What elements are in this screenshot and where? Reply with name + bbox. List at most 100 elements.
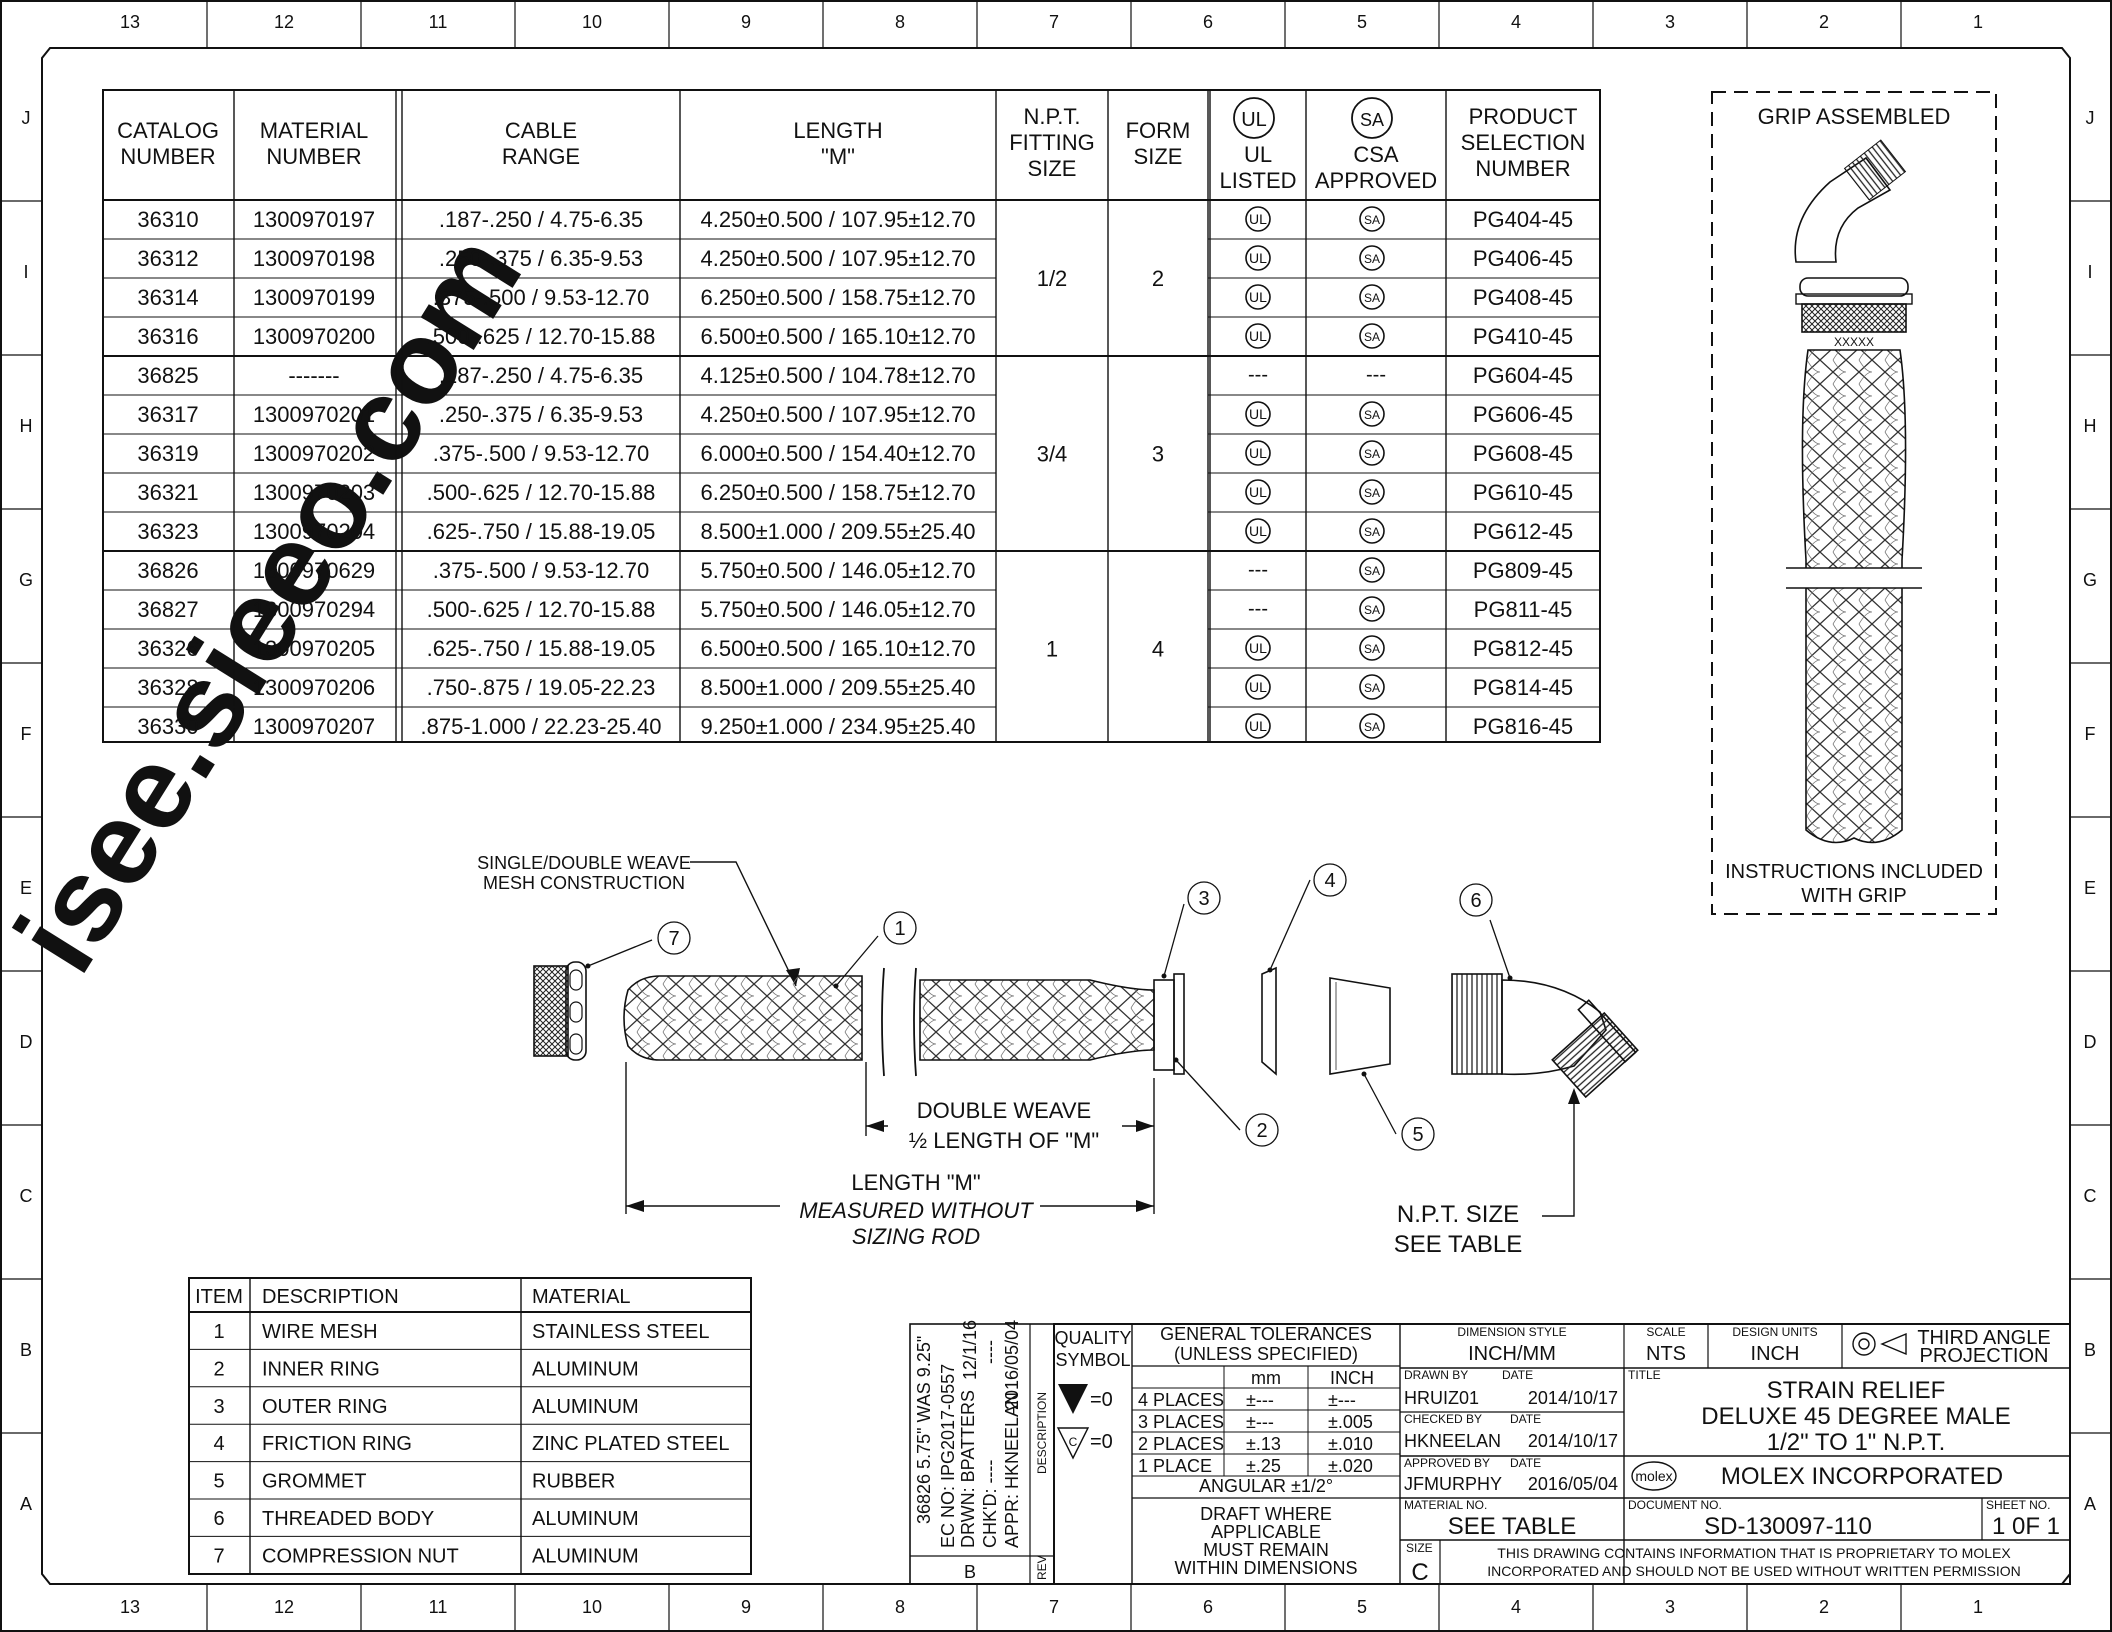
balloon-number: 7 — [668, 928, 679, 950]
ul-mark-icon — [1245, 284, 1271, 310]
cell-product: PG612-45 — [1473, 519, 1573, 544]
csa-mark-icon — [1359, 557, 1385, 583]
dimension-style: INCH/MM — [1468, 1343, 1556, 1365]
zone-col-bottom: 9 — [741, 1597, 751, 1617]
company-name: MOLEX INCORPORATED — [1721, 1463, 2003, 1490]
cell-length: 4.125±0.500 / 104.78±12.70 — [701, 363, 976, 388]
proprietary-2: INCORPORATED AND SHOULD NOT BE USED WITH… — [1487, 1563, 2021, 1579]
cell-cable: .375-.500 / 9.53-12.70 — [433, 441, 650, 466]
balloon-number: 5 — [1412, 1124, 1423, 1146]
header-catalog: CATALOG — [117, 118, 219, 143]
csa-mark-text: SA — [1364, 213, 1380, 227]
cell-material: 1300970201 — [253, 402, 375, 427]
header-catalog: NUMBER — [120, 144, 215, 169]
sheet-label: SHEET NO. — [1986, 1498, 2050, 1512]
zone-col-bottom: 2 — [1819, 1597, 1829, 1617]
length-note-2: SIZING ROD — [852, 1224, 980, 1249]
cell-ul: --- — [1248, 364, 1268, 386]
cell-material: 1300970197 — [253, 207, 375, 232]
bom-cell: 3 — [213, 1396, 224, 1418]
csa-mark-text: SA — [1364, 486, 1380, 500]
header-material: NUMBER — [266, 144, 361, 169]
quality-1: =0 — [1090, 1389, 1113, 1411]
csa-mark-text: SA — [1364, 525, 1380, 539]
csa-mark-icon — [1359, 596, 1385, 622]
tol-inch: ±.010 — [1328, 1434, 1373, 1454]
csa-mark-icon — [1359, 479, 1385, 505]
bom-cell: ALUMINUM — [532, 1396, 639, 1418]
zone-row-left: C — [20, 1186, 33, 1206]
cell-product: PG408-45 — [1473, 285, 1573, 310]
zone-row-right: G — [2083, 570, 2097, 590]
ul-mark-icon — [1245, 440, 1271, 466]
zone-col-top: 10 — [582, 12, 602, 32]
zone-row-left: D — [20, 1032, 33, 1052]
cell-material: 1300970200 — [253, 324, 375, 349]
cell-ul: --- — [1248, 598, 1268, 620]
cell-length: 6.500±0.500 / 165.10±12.70 — [701, 324, 976, 349]
quality-symbol-solid-icon — [1058, 1384, 1088, 1414]
ul-mark-text: UL — [1249, 289, 1267, 305]
ul-mark-icon — [1245, 635, 1271, 661]
bom-header: MATERIAL — [532, 1286, 631, 1308]
zone-col-top: 13 — [120, 12, 140, 32]
cell-material: 1300970294 — [253, 597, 375, 622]
cell-length: 6.250±0.500 / 158.75±12.70 — [701, 285, 976, 310]
bom-cell: 5 — [213, 1471, 224, 1493]
tol-places: 2 PLACES — [1138, 1434, 1224, 1454]
ul-mark-text: UL — [1249, 445, 1267, 461]
draft-2: APPLICABLE — [1211, 1522, 1321, 1542]
cell-catalog: 36326 — [137, 636, 198, 661]
bom-header: ITEM — [195, 1286, 243, 1308]
rev-line-4: CHK'D: ---- — [980, 1460, 1000, 1548]
rev-line-5: APPR: HKNEELAN — [1002, 1392, 1022, 1548]
zone-col-bottom: 5 — [1357, 1597, 1367, 1617]
header-npt: SIZE — [1028, 156, 1077, 181]
tol-places: 3 PLACES — [1138, 1412, 1224, 1432]
ul-mark-text: UL — [1249, 328, 1267, 344]
header-material: MATERIAL — [260, 118, 368, 143]
zone-col-bottom: 11 — [429, 1597, 448, 1617]
grip-marking: XXXXX — [1834, 335, 1874, 349]
header-npt: FITTING — [1009, 130, 1095, 155]
header-ul: UL — [1244, 142, 1272, 167]
zone-col-bottom: 12 — [274, 1597, 294, 1617]
cell-catalog: 36321 — [137, 480, 198, 505]
tol-mm: ±--- — [1246, 1412, 1274, 1432]
third-angle-projection-icon — [1852, 1332, 1907, 1356]
tol-inch: ±.020 — [1328, 1456, 1373, 1476]
zone-col-bottom: 13 — [120, 1597, 140, 1617]
balloon-1: 1 — [833, 911, 917, 989]
tolerance-row: 4 PLACES±---±--- — [1138, 1390, 1356, 1410]
balloon-3: 3 — [1161, 881, 1221, 979]
zone-row-right: C — [2084, 1186, 2097, 1206]
tol-header-mm: mm — [1251, 1368, 1281, 1388]
zone-row-right: I — [2087, 262, 2092, 282]
ul-mark-text: UL — [1249, 679, 1267, 695]
ul-mark-icon — [1245, 518, 1271, 544]
zone-col-top: 4 — [1511, 12, 1521, 32]
zone-row-right: F — [2085, 724, 2096, 744]
cell-catalog: 36319 — [137, 441, 198, 466]
bom-cell: FRICTION RING — [262, 1433, 412, 1455]
cell-length: 9.250±1.000 / 234.95±25.40 — [701, 714, 976, 739]
length-m-label: LENGTH "M" — [851, 1170, 980, 1195]
zone-col-bottom: 8 — [895, 1597, 905, 1617]
zone-col-bottom: 3 — [1665, 1597, 1675, 1617]
approved-by: JFMURPHY — [1404, 1474, 1502, 1494]
cell-product: PG608-45 — [1473, 441, 1573, 466]
cell-material: 1300970203 — [253, 480, 375, 505]
drawn-date-label: DATE — [1502, 1368, 1533, 1382]
header-ul: LISTED — [1219, 168, 1296, 193]
tolerance-row: 2 PLACES±.13±.010 — [1138, 1434, 1373, 1454]
ul-mark-text: UL — [1249, 250, 1267, 266]
zone-row-left: I — [23, 262, 28, 282]
